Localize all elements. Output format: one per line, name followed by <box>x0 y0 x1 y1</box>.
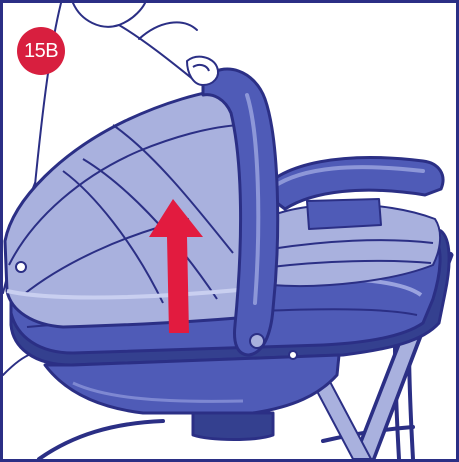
step-badge: 15B <box>17 27 65 75</box>
carrycot-canopy-illustration <box>3 3 456 459</box>
hand <box>187 57 218 85</box>
